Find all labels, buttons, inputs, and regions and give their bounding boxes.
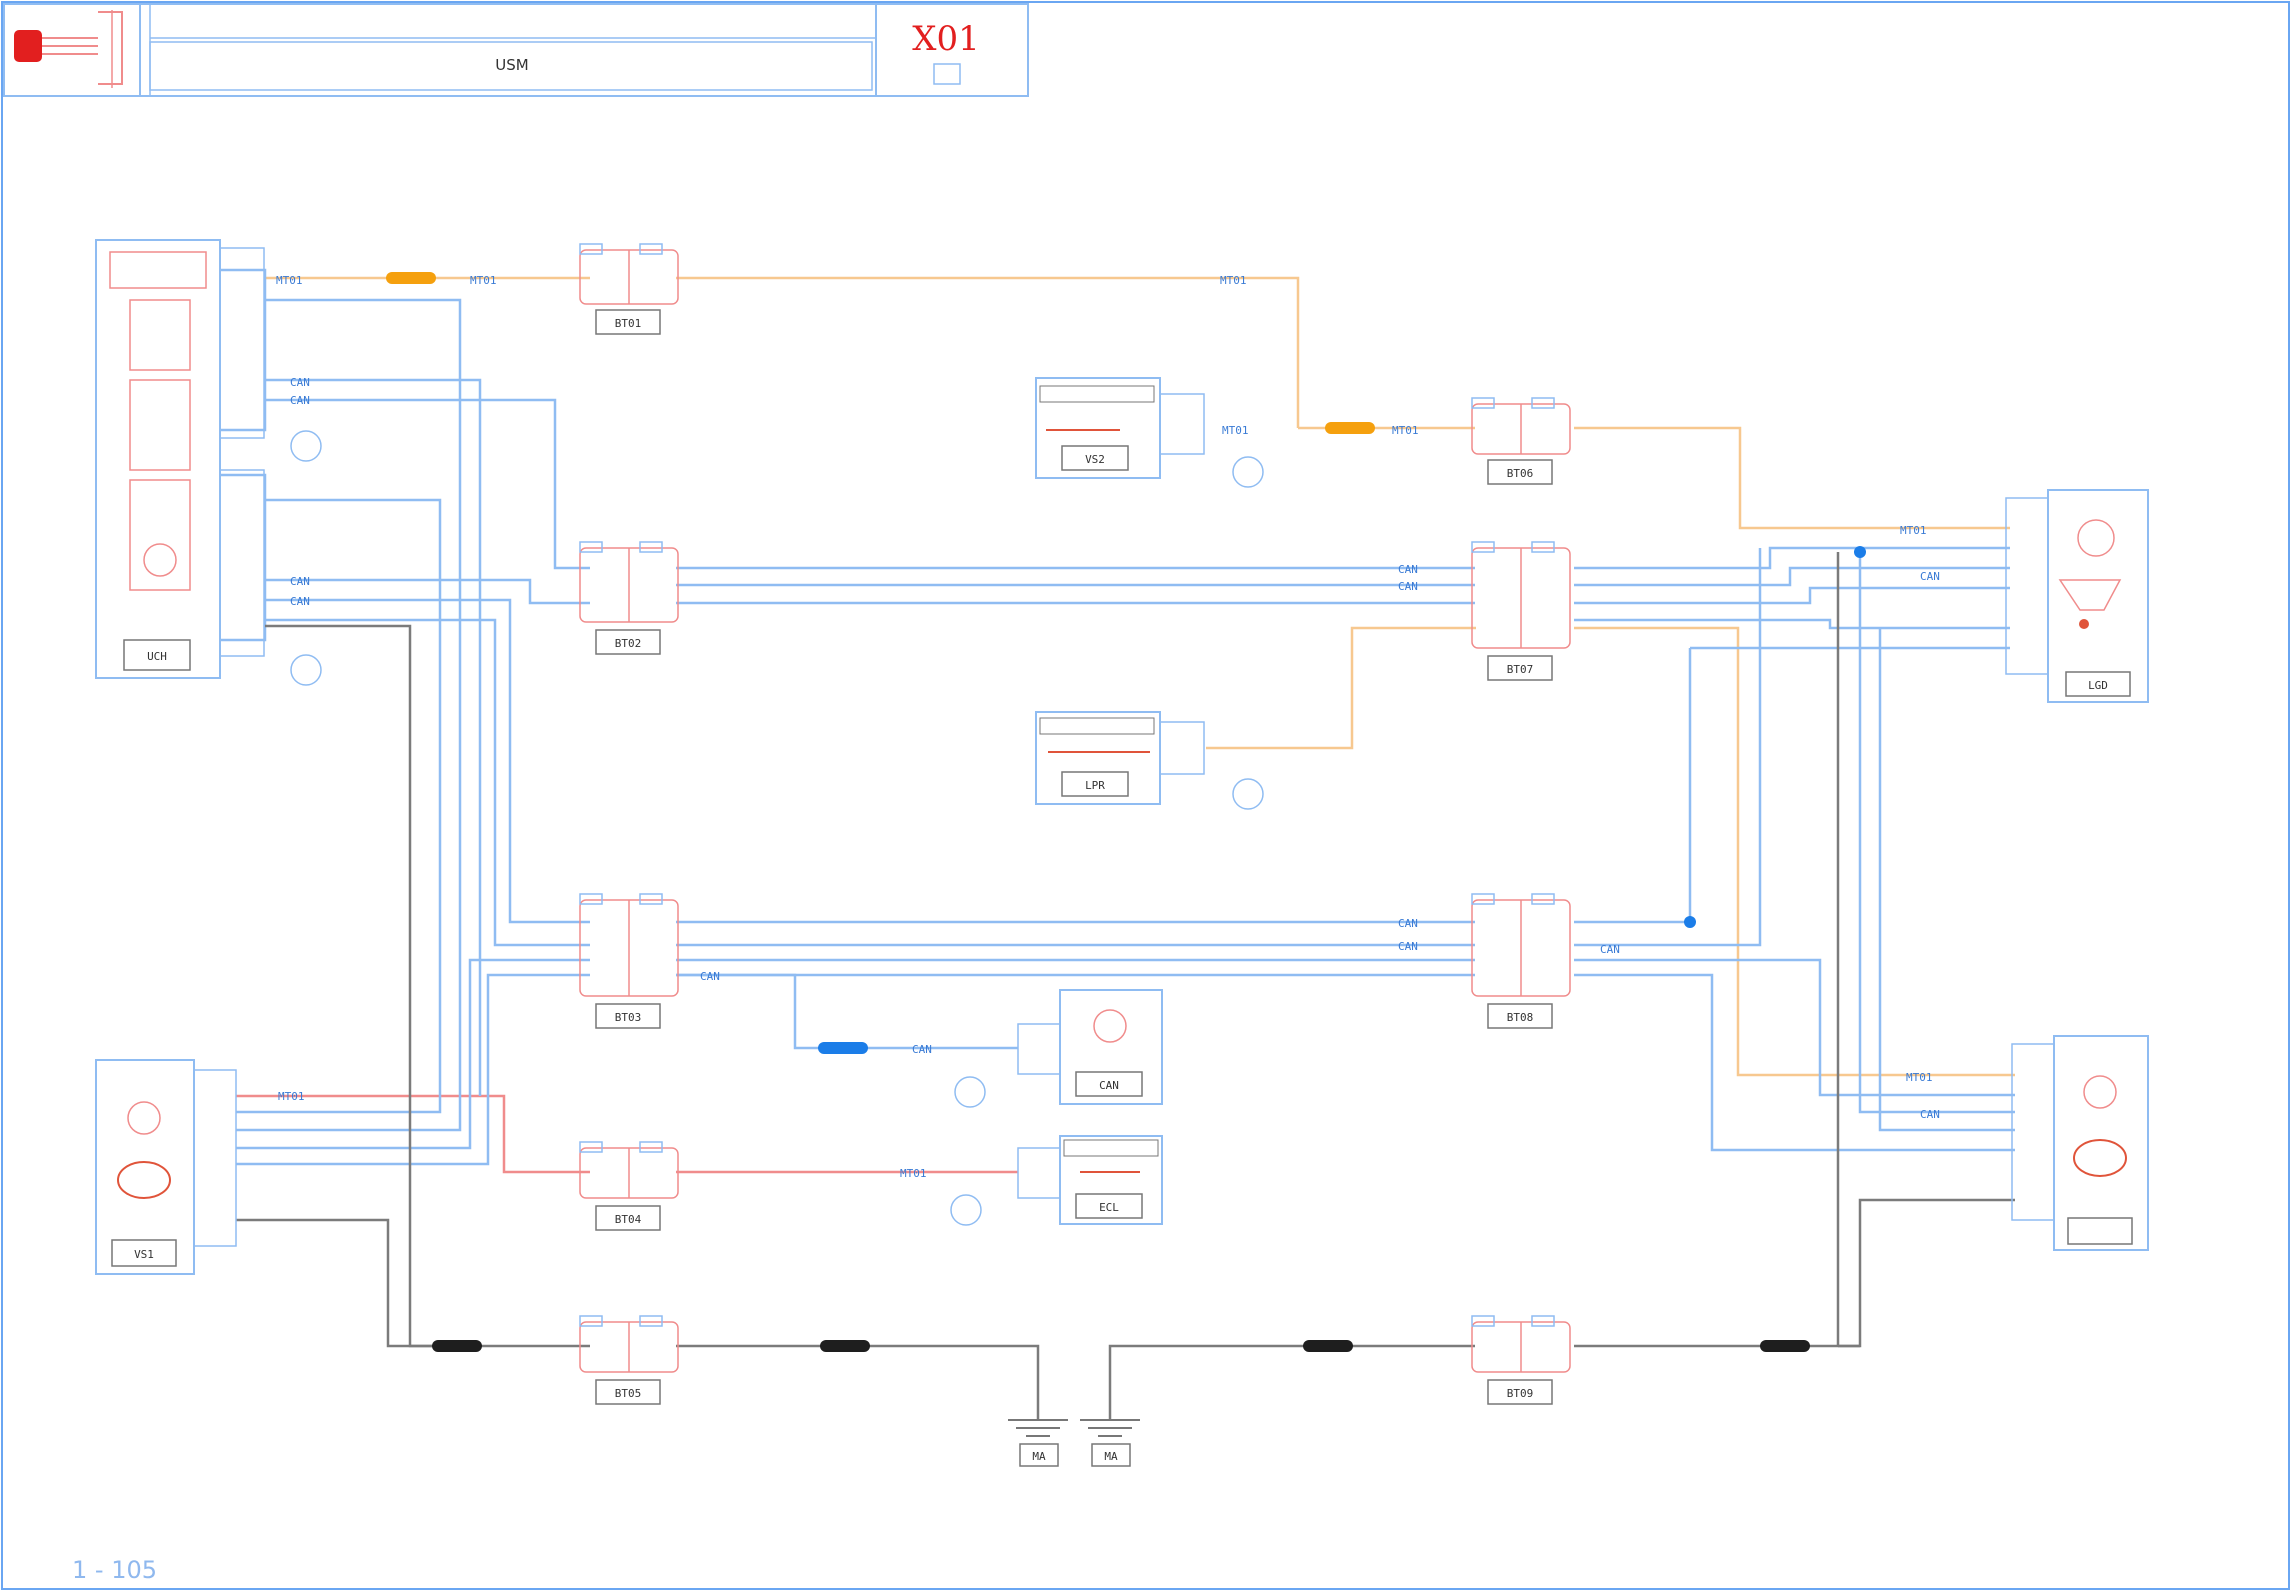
splice-black-1 <box>432 1340 482 1352</box>
wire-label: MT01 <box>470 274 497 287</box>
wire-label: MT01 <box>1900 524 1927 537</box>
wire-label: CAN <box>1920 570 1940 583</box>
wire-label: CAN <box>912 1043 932 1056</box>
wire-label: CAN <box>1398 940 1418 953</box>
component-tag: VS2 <box>1085 453 1105 466</box>
component-middle-2: LPR <box>1035 711 1264 810</box>
wire-label: MT01 <box>1222 424 1249 437</box>
inline-connector-8 <box>1471 893 1571 1029</box>
component-tag: VS1 <box>134 1248 154 1261</box>
wires <box>220 268 2015 1420</box>
component-left-lamp: VS1 <box>95 1059 237 1275</box>
wire-label: CAN <box>290 575 310 588</box>
component-right-top: LGD <box>2005 489 2149 703</box>
splice-black-2 <box>820 1340 870 1352</box>
wire-label: CAN <box>290 376 310 389</box>
wire-label: CAN <box>700 970 720 983</box>
reference-marks-left <box>290 430 322 686</box>
splice-orange-2 <box>1325 422 1375 434</box>
connector-tag: BT04 <box>615 1213 642 1226</box>
junction-dots <box>1684 546 1866 928</box>
splices <box>386 272 1810 1352</box>
wire-label: MT01 <box>1392 424 1419 437</box>
wire-label: CAN <box>1398 563 1418 576</box>
component-tag: ECL <box>1099 1201 1119 1214</box>
inline-connectors <box>579 243 1571 1405</box>
ground-right: MA <box>1080 1419 1140 1467</box>
wire-label: MT01 <box>278 1090 305 1103</box>
component-tag: LPR <box>1085 779 1105 792</box>
header: USM X01 <box>3 3 1029 97</box>
wire-label: MT01 <box>276 274 303 287</box>
component-tag: CAN <box>1099 1079 1119 1092</box>
connector-tag: BT02 <box>615 637 642 650</box>
wire-label: CAN <box>1600 943 1620 956</box>
inline-connector-5 <box>579 1315 679 1405</box>
splice-black-3 <box>1303 1340 1353 1352</box>
ground-symbol-icon <box>1080 1419 1140 1437</box>
page-number: 1 - 105 <box>72 1556 157 1584</box>
header-code: X01 <box>912 19 979 59</box>
inline-connector-9 <box>1471 1315 1571 1405</box>
inline-connector-6 <box>1471 397 1571 485</box>
wire-label: CAN <box>1398 580 1418 593</box>
wire-label: CAN <box>290 394 310 407</box>
ground-tag: MA <box>1104 1450 1118 1463</box>
ground-tag: MA <box>1032 1450 1046 1463</box>
ground-left: MA <box>1008 1419 1068 1467</box>
splice-orange-1 <box>386 272 436 284</box>
component-middle-4: ECL <box>950 1135 1163 1226</box>
inline-connector-4 <box>579 1141 679 1231</box>
connector-tag: BT05 <box>615 1387 642 1400</box>
connector-tag: BT06 <box>1507 467 1534 480</box>
inline-connector-1 <box>579 243 679 335</box>
splice-blue-1 <box>818 1042 868 1054</box>
inline-connector-2 <box>579 541 679 655</box>
component-middle-1: VS2 <box>1035 377 1264 488</box>
connector-tag: BT07 <box>1507 663 1534 676</box>
splice-black-4 <box>1760 1340 1810 1352</box>
vehicle-harness-logo-icon <box>14 10 123 88</box>
component-tag: LGD <box>2088 679 2108 692</box>
connector-tag: BT01 <box>615 317 642 330</box>
component-middle-3: CAN <box>954 989 1163 1108</box>
connector-tag: BT09 <box>1507 1387 1534 1400</box>
wire-label: MT01 <box>900 1167 927 1180</box>
connector-tags: BT01 BT02 BT03 BT04 BT05 BT06 BT07 BT08 … <box>615 317 1534 1400</box>
header-subtitle: USM <box>495 56 528 74</box>
wire-label: CAN <box>290 595 310 608</box>
wire-labels: MT01 MT01 MT01 MT01 MT01 MT01 CAN CAN CA… <box>276 274 1940 1180</box>
inline-connector-7 <box>1471 541 1571 681</box>
wire-label: MT01 <box>1220 274 1247 287</box>
connector-tag: BT08 <box>1507 1011 1534 1024</box>
component-tag: UCH <box>147 650 167 663</box>
inline-connector-3 <box>579 893 679 1029</box>
wire-label: MT01 <box>1906 1071 1933 1084</box>
component-right-lamp <box>2011 1035 2149 1251</box>
ground-symbol-icon <box>1008 1419 1068 1437</box>
component-left-controller: UCH <box>95 239 265 679</box>
wire-label: CAN <box>1398 917 1418 930</box>
connector-tag: BT03 <box>615 1011 642 1024</box>
wire-label: CAN <box>1920 1108 1940 1121</box>
